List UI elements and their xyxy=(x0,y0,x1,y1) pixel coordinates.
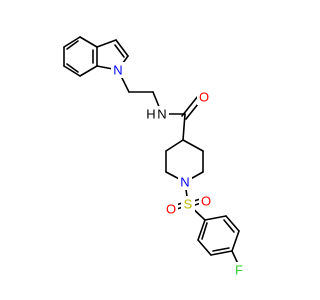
amide-hydrogen-label: H xyxy=(146,107,155,122)
carbonyl-oxygen-label: O xyxy=(199,90,209,105)
bond xyxy=(181,95,199,117)
bond xyxy=(231,230,240,252)
bond xyxy=(197,219,206,241)
sulfonyl-oxygen-right-label: O xyxy=(201,194,211,209)
bond xyxy=(210,250,233,256)
indole-nitrogen: N xyxy=(111,62,125,78)
bond xyxy=(225,215,240,232)
bond-inner xyxy=(212,247,230,252)
sulfur-atom: S xyxy=(181,196,195,212)
bond-inner xyxy=(66,40,79,50)
atom-labels: N N H O N S O O F xyxy=(111,62,246,278)
sulfonyl-oxygen-left-label: O xyxy=(166,202,176,217)
sulfonyl-oxygen-right: O xyxy=(199,193,213,209)
indole-nitrogen-label: N xyxy=(113,63,122,78)
bond xyxy=(115,39,129,57)
fluorine-atom: F xyxy=(233,262,246,278)
bond xyxy=(182,113,186,141)
bond xyxy=(204,215,227,221)
bond xyxy=(96,39,117,48)
sulfur-label: S xyxy=(184,197,193,212)
bond-inner xyxy=(66,63,79,73)
bond xyxy=(182,139,204,152)
bond-inner xyxy=(223,219,235,233)
bond xyxy=(79,36,98,48)
piperidine-nitrogen-label: N xyxy=(180,175,189,190)
bond-inner xyxy=(114,44,125,58)
bond xyxy=(197,239,212,256)
bond xyxy=(165,139,184,152)
sulfonyl-oxygen-left: O xyxy=(164,201,178,217)
molecule-structure: N N H O N S O O F xyxy=(63,36,246,278)
bond xyxy=(63,36,81,48)
bond xyxy=(79,65,98,77)
fluorine-label: F xyxy=(235,263,243,278)
piperidine-nitrogen: N xyxy=(178,174,192,190)
amide-nitrogen: N H xyxy=(145,106,169,122)
bond xyxy=(63,65,81,77)
carbonyl-oxygen: O xyxy=(197,89,211,105)
bonds xyxy=(63,36,240,267)
amide-nitrogen-label: N xyxy=(157,107,166,122)
bond-inner xyxy=(201,222,208,240)
